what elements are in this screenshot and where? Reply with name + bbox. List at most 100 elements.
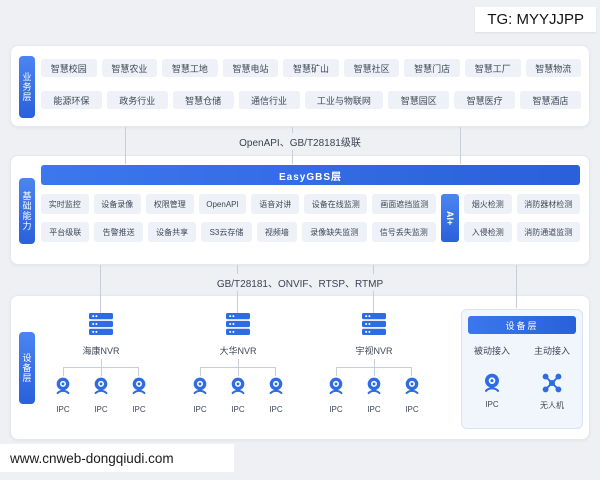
platform-chip: 录像缺失监测 bbox=[302, 222, 367, 242]
ipc-label: IPC bbox=[367, 405, 381, 414]
connector-line bbox=[373, 359, 375, 367]
connector-line bbox=[125, 127, 126, 164]
ipc-camera-icon bbox=[129, 376, 149, 401]
ipc-camera-icon bbox=[91, 376, 111, 401]
ipc-label: IPC bbox=[132, 405, 146, 414]
device-layer-panel: 设备层 海康NVR IPC IPC IPC bbox=[10, 295, 590, 440]
ipc-camera-icon bbox=[228, 376, 248, 401]
platform-chip: 告警推送 bbox=[94, 222, 143, 242]
ipc-camera: IPC bbox=[127, 376, 152, 414]
nvr-icon bbox=[361, 312, 387, 341]
site-watermark: www.cnweb-dongqiudi.com bbox=[0, 444, 234, 472]
platform-chip: 实时监控 bbox=[41, 194, 89, 214]
easygbs-layer-header: EasyGBS层 bbox=[41, 165, 580, 185]
ipc-camera-icon bbox=[53, 376, 73, 401]
ipc-camera: IPC bbox=[264, 376, 289, 414]
connector-line bbox=[100, 265, 101, 313]
business-chip-row-2: 能源环保政务行业智慧仓储通信行业工业与物联网智慧园区智慧医疗智慧酒店 bbox=[41, 91, 581, 109]
nvr-group: 大华NVR IPC IPC IPC bbox=[178, 312, 298, 414]
business-chip: 智慧园区 bbox=[388, 91, 450, 109]
ai-chip-row-1: 烟火检测消防器材检测 bbox=[464, 194, 580, 214]
platform-chip: OpenAPI bbox=[198, 194, 247, 214]
ipc-camera: IPC bbox=[400, 376, 425, 414]
ipc-label: IPC bbox=[231, 405, 245, 414]
access-device-label: 无人机 bbox=[539, 401, 564, 410]
nvr-label: 宇视NVR bbox=[355, 346, 393, 356]
ipc-camera: IPC bbox=[89, 376, 114, 414]
business-chip: 工业与物联网 bbox=[304, 91, 384, 109]
connector-line bbox=[516, 265, 517, 308]
ipc-camera-icon bbox=[481, 371, 503, 395]
drone-icon bbox=[541, 371, 563, 395]
platform-chip: 设备录像 bbox=[93, 194, 141, 214]
ai-feature-chip: 入侵检测 bbox=[464, 222, 512, 242]
ipc-label: IPC bbox=[405, 405, 419, 414]
platform-chip: 视频墙 bbox=[256, 222, 298, 242]
connector-split bbox=[63, 367, 139, 376]
ipc-camera: IPC bbox=[188, 376, 213, 414]
device-access-box: 设备层 被动接入 IPC 主动接入 无人机 bbox=[461, 309, 583, 429]
business-chip: 智慧矿山 bbox=[283, 59, 339, 77]
ipc-camera: IPC bbox=[226, 376, 251, 414]
camera-row: IPC IPC IPC bbox=[188, 376, 289, 414]
business-chip: 智慧仓储 bbox=[172, 91, 234, 109]
ai-feature-chip: 烟火检测 bbox=[464, 194, 512, 214]
ipc-camera-icon bbox=[364, 376, 384, 401]
ipc-label: IPC bbox=[56, 405, 70, 414]
business-layer-tab: 业务层 bbox=[19, 56, 35, 118]
business-chip: 智慧物流 bbox=[525, 59, 582, 77]
connector-line bbox=[100, 359, 102, 367]
platform-chip: 语音对讲 bbox=[251, 194, 299, 214]
business-chip: 智慧农业 bbox=[101, 59, 158, 77]
platform-chip: 平台级联 bbox=[41, 222, 90, 242]
platform-chip: 信号丢失监测 bbox=[371, 222, 436, 242]
ipc-label: IPC bbox=[269, 405, 283, 414]
business-chip: 通信行业 bbox=[238, 91, 300, 109]
passive-access-column: 被动接入 IPC bbox=[474, 344, 510, 411]
ai-chip-row-2: 入侵检测消防通道监测 bbox=[464, 222, 580, 242]
platform-chip: 设备共享 bbox=[147, 222, 197, 242]
nvr-group: 宇视NVR IPC IPC IPC bbox=[314, 312, 434, 414]
business-chip: 智慧校园 bbox=[41, 59, 97, 77]
business-chip: 智慧电站 bbox=[222, 59, 279, 77]
connector-line bbox=[460, 127, 461, 164]
ipc-camera-icon bbox=[402, 376, 422, 401]
access-mode-label: 被动接入 bbox=[473, 346, 510, 356]
access-box-header: 设备层 bbox=[468, 316, 576, 334]
ipc-label: IPC bbox=[94, 405, 108, 414]
nvr-icon bbox=[88, 312, 114, 341]
ai-feature-chip: 消防通道监测 bbox=[516, 222, 580, 242]
platform-chip: S3云存储 bbox=[201, 222, 252, 242]
access-device-label: IPC bbox=[485, 400, 499, 409]
business-chip: 智慧社区 bbox=[343, 59, 400, 77]
ipc-camera: IPC bbox=[51, 376, 76, 414]
business-chip: 政务行业 bbox=[106, 91, 168, 109]
access-columns: 被动接入 IPC 主动接入 无人机 bbox=[462, 344, 582, 411]
business-chip: 智慧工地 bbox=[162, 59, 218, 77]
nvr-label: 海康NVR bbox=[82, 346, 120, 356]
platform-chip: 设备在线监测 bbox=[303, 194, 368, 214]
business-chip-row-1: 智慧校园智慧农业智慧工地智慧电站智慧矿山智慧社区智慧门店智慧工厂智慧物流 bbox=[41, 59, 582, 77]
nvr-group: 海康NVR IPC IPC IPC bbox=[41, 312, 161, 414]
tg-watermark: TG: MYYJJPP bbox=[475, 7, 596, 32]
business-chip: 智慧医疗 bbox=[454, 91, 516, 109]
bottom-connector-label: GB/T28181、ONVIF、RTSP、RTMP bbox=[206, 274, 394, 291]
connector-split bbox=[200, 367, 276, 376]
business-chip: 智慧酒店 bbox=[520, 91, 581, 109]
ipc-camera-icon bbox=[266, 376, 286, 401]
active-access-column: 主动接入 无人机 bbox=[534, 344, 570, 411]
business-chip: 智慧门店 bbox=[404, 59, 460, 77]
ipc-camera-icon bbox=[326, 376, 346, 401]
nvr-label: 大华NVR bbox=[219, 346, 257, 356]
platform-chip: 画面遮挡监测 bbox=[372, 194, 436, 214]
ai-feature-chip: 消防器材检测 bbox=[516, 194, 580, 214]
ai-plus-badge: AI+ bbox=[441, 194, 459, 242]
platform-chip: 权限管理 bbox=[146, 194, 194, 214]
connector-split bbox=[336, 367, 412, 376]
access-mode-label: 主动接入 bbox=[533, 346, 570, 356]
business-chip: 智慧工厂 bbox=[464, 59, 521, 77]
